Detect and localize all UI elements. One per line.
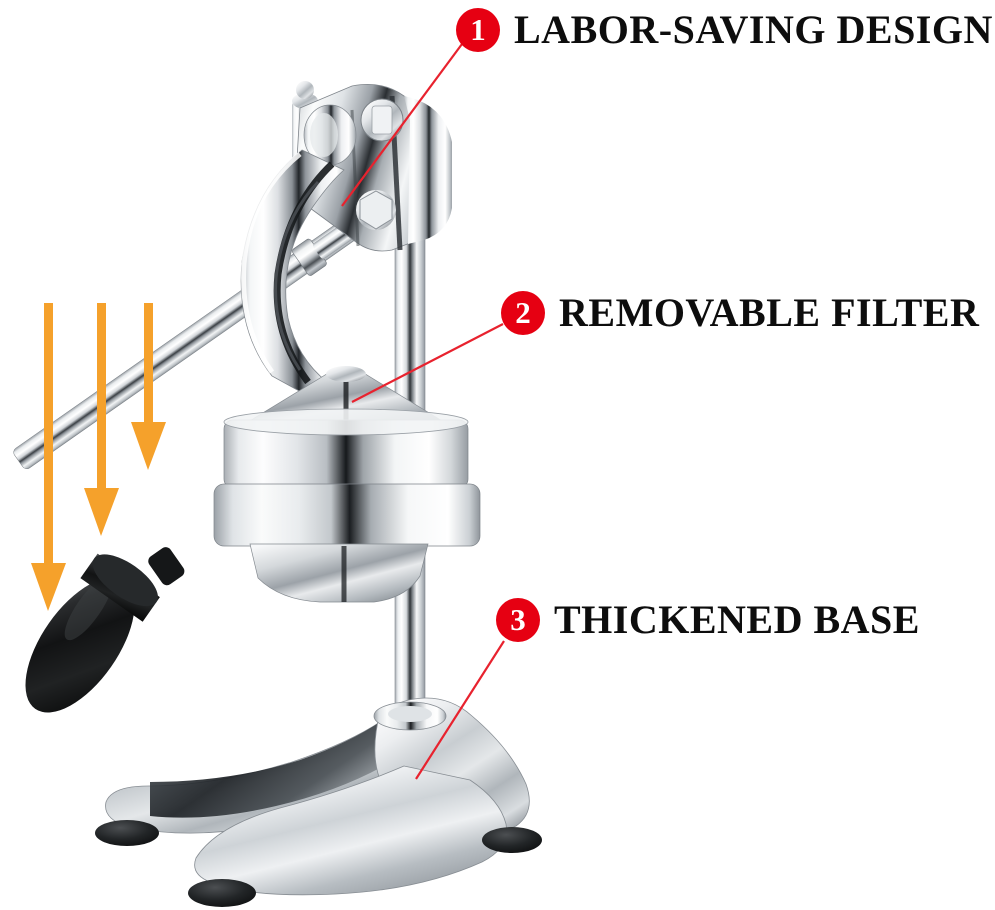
rubber-foot-left [95, 820, 159, 846]
force-arrow-1 [31, 303, 66, 611]
callout-badge-2: 2 [501, 291, 545, 335]
callout-label-3: THICKENED BASE [554, 597, 920, 642]
filter-cup-lower-ring [213, 483, 481, 547]
hex-bolt-lower [356, 190, 396, 230]
pivot-boss [303, 104, 357, 166]
force-arrows [31, 303, 166, 611]
swan-neck-body [240, 149, 353, 409]
callout-badge-3: 3 [496, 598, 540, 642]
leader-line-1 [341, 43, 463, 207]
juice-spout [249, 543, 429, 603]
thickened-base [95, 697, 542, 907]
callout-label-2: REMOVABLE FILTER [559, 290, 980, 335]
cam-pivot-head [292, 81, 452, 252]
filter-cup-upper-ring [223, 408, 469, 489]
force-arrow-3 [131, 303, 166, 470]
callout-1: 1 LABOR-SAVING DESIGN [456, 8, 993, 52]
rubber-foot-front [188, 879, 256, 907]
leader-lines [341, 43, 505, 780]
callout-2: 2 REMOVABLE FILTER [501, 291, 979, 335]
leader-line-3 [415, 640, 505, 780]
callout-badge-1: 1 [456, 8, 500, 52]
leader-line-2 [351, 323, 504, 403]
lever-handle-grip [25, 547, 185, 713]
callout-3: 3 THICKENED BASE [496, 598, 920, 642]
callout-label-1: LABOR-SAVING DESIGN [514, 7, 993, 52]
hex-bolt-upper [360, 98, 404, 142]
rubber-foot-right [482, 827, 542, 853]
force-arrow-2 [84, 303, 119, 536]
